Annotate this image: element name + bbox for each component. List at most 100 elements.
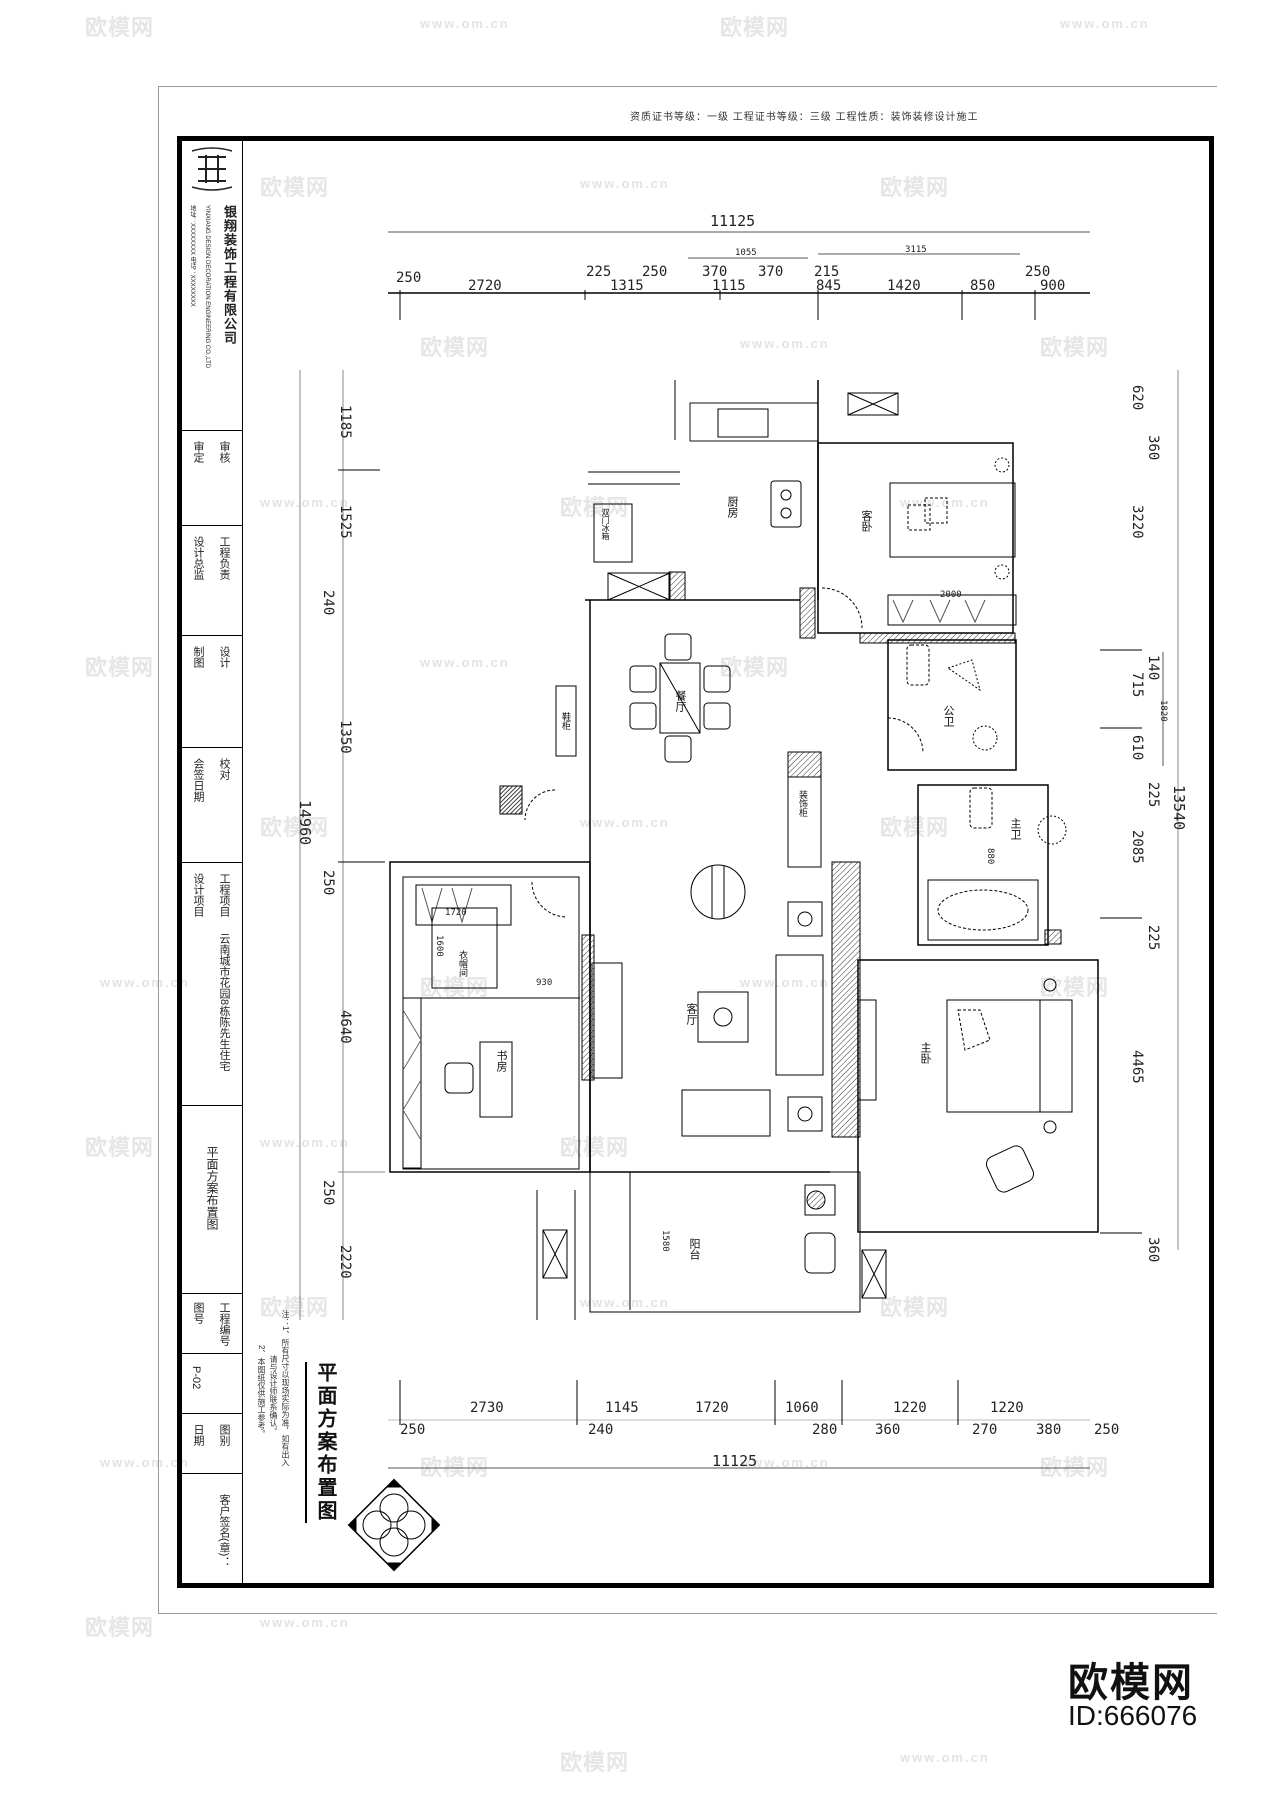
watermark-logo: 欧模网 — [85, 1135, 155, 1160]
watermark-logo: 欧模网 — [880, 175, 950, 200]
dim-right-seg: 4465 — [1129, 1050, 1145, 1084]
label-drafter: 制图 — [192, 646, 204, 668]
dim-left-seg: 1350 — [337, 720, 353, 754]
watermark-url: www.om.cn — [260, 495, 350, 510]
dim-left-seg: 1185 — [337, 405, 353, 439]
study-dimension: 930 — [536, 978, 553, 988]
title-block: 银翔装饰工程有限公司 YINXIANG DESIGN DECORATION EN… — [182, 141, 243, 1584]
dim-bottom-small: 250 — [1094, 1422, 1120, 1438]
watermark-url: www.om.cn — [100, 1455, 190, 1470]
dim-bottom-main: 1220 — [990, 1400, 1024, 1416]
room-kitchen: 厨房 — [726, 496, 738, 518]
label-approval: 审定 — [192, 441, 204, 463]
dim-left-seg: 4640 — [337, 1010, 353, 1044]
note-line-1: 注：1、所有尺寸以现场实际为准，如有出入 — [281, 1310, 290, 1467]
room-master-bath: 主卫 — [1009, 818, 1021, 840]
dim-right-seg: 2085 — [1129, 830, 1145, 864]
watermark-logo: 欧模网 — [85, 1615, 155, 1640]
dim-right-seg: 620 — [1129, 385, 1145, 411]
north-compass-icon — [347, 1478, 441, 1572]
watermark-logo: 欧模网 — [560, 1135, 630, 1160]
note-line-3: 2、本图纸仅供施工参考。 — [257, 1345, 266, 1438]
watermark-url: www.om.cn — [900, 495, 990, 510]
sheet-border — [158, 86, 1217, 1614]
dim-right-seg: 3220 — [1129, 505, 1145, 539]
room-dining: 餐厅 — [674, 690, 686, 712]
watermark-url: www.om.cn — [580, 1295, 670, 1310]
dim-top-seg: 225 — [586, 264, 612, 280]
dim-bottom-main: 1720 — [695, 1400, 729, 1416]
label-countersign-date: 会签日期 — [192, 758, 204, 802]
brand-logo: 欧模网 — [1068, 1661, 1194, 1705]
dim-left-seg: 1525 — [337, 505, 353, 539]
dim-bottom-small: 380 — [1036, 1422, 1062, 1438]
label-engineering-project: 工程项目 — [218, 873, 230, 917]
label-proofread: 校对 — [218, 758, 230, 780]
dim-top-seg: 1115 — [712, 278, 746, 294]
watermark-url: www.om.cn — [740, 336, 830, 351]
dim-bottom-small: 250 — [400, 1422, 426, 1438]
room-study: 书房 — [495, 1050, 507, 1072]
room-shoe-cabinet: 鞋柜 — [561, 712, 571, 730]
watermark-logo: 欧模网 — [720, 655, 790, 680]
room-fridge: 双门冰箱 — [601, 508, 610, 540]
dim-top-seg: 250 — [642, 264, 668, 280]
cloakroom-width: 1720 — [445, 908, 467, 918]
company-cell: 银翔装饰工程有限公司 YINXIANG DESIGN DECORATION EN… — [182, 141, 242, 431]
dim-bottom-small: 240 — [588, 1422, 614, 1438]
label-client-signature: 客户签名(章)： — [218, 1494, 230, 1568]
label-category: 图别 — [218, 1424, 230, 1446]
drawing-no-value-cell: P-02 — [182, 1354, 242, 1414]
watermark-logo: 欧模网 — [1040, 335, 1110, 360]
dim-bottom-small: 270 — [972, 1422, 998, 1438]
dim-right-seg: 360 — [1145, 1237, 1161, 1263]
drawing-name-cell: 平面方案布置图 — [182, 1106, 242, 1294]
dim-right-seg: 360 — [1145, 435, 1161, 461]
dim-top-seg: 215 — [814, 264, 840, 280]
dim-left-seg: 250 — [320, 1180, 336, 1206]
watermark-logo: 欧模网 — [880, 1295, 950, 1320]
dim-bottom-small: 280 — [812, 1422, 838, 1438]
label-drawing-no: 图号 — [192, 1302, 204, 1324]
watermark-logo: 欧模网 — [85, 15, 155, 40]
dim-top-seg: 250 — [396, 270, 422, 286]
dim-top-seg: 370 — [758, 264, 784, 280]
dim-right-seg: 610 — [1129, 735, 1145, 761]
drawing-frame — [177, 136, 1214, 1588]
dim-top-seg: 1315 — [610, 278, 644, 294]
watermark-logo: 欧模网 — [880, 815, 950, 840]
title-row-3: 制图 设计 — [182, 636, 242, 748]
title-row-4: 会签日期 校对 — [182, 748, 242, 863]
dim-right-seg: 140 — [1145, 655, 1161, 681]
client-sign-cell: 客户签名(章)： — [182, 1474, 242, 1584]
company-name-cn: 银翔装饰工程有限公司 — [222, 205, 237, 345]
dim-top-seg: 250 — [1025, 264, 1051, 280]
cloakroom-height: 1600 — [434, 935, 444, 957]
dim-top-seg: 1420 — [887, 278, 921, 294]
watermark-url: www.om.cn — [580, 176, 670, 191]
dim-bottom-main: 1060 — [785, 1400, 819, 1416]
room-balcony: 阳台 — [688, 1238, 700, 1260]
watermark-url: www.om.cn — [1060, 16, 1150, 31]
watermark-logo: 欧模网 — [420, 335, 490, 360]
dim-right-seg: 715 — [1129, 672, 1145, 698]
watermark-url: www.om.cn — [420, 655, 510, 670]
label-designer: 设计 — [218, 646, 230, 668]
company-logo-icon — [191, 147, 233, 191]
dim-top-seg: 900 — [1040, 278, 1066, 294]
dim-left-seg: 2220 — [337, 1245, 353, 1279]
dim-top-seg: 2720 — [468, 278, 502, 294]
dim-left-overall: 14960 — [296, 800, 314, 846]
room-living: 客厅 — [685, 1003, 697, 1025]
title-row-2: 设计总监 工程负责 — [182, 526, 242, 636]
dim-left-seg: 250 — [320, 870, 336, 896]
label-date: 日期 — [192, 1424, 204, 1446]
title-row-1: 审定 审核 — [182, 431, 242, 526]
drawing-no: P-02 — [190, 1366, 202, 1390]
dim-top-seg: 850 — [970, 278, 996, 294]
company-address: 地址：XXXXXXXX 电话：XXXXXXXX — [189, 205, 195, 307]
balcony-depth: 1580 — [660, 1230, 670, 1252]
watermark-url: www.om.cn — [260, 1135, 350, 1150]
watermark-url: www.om.cn — [100, 975, 190, 990]
